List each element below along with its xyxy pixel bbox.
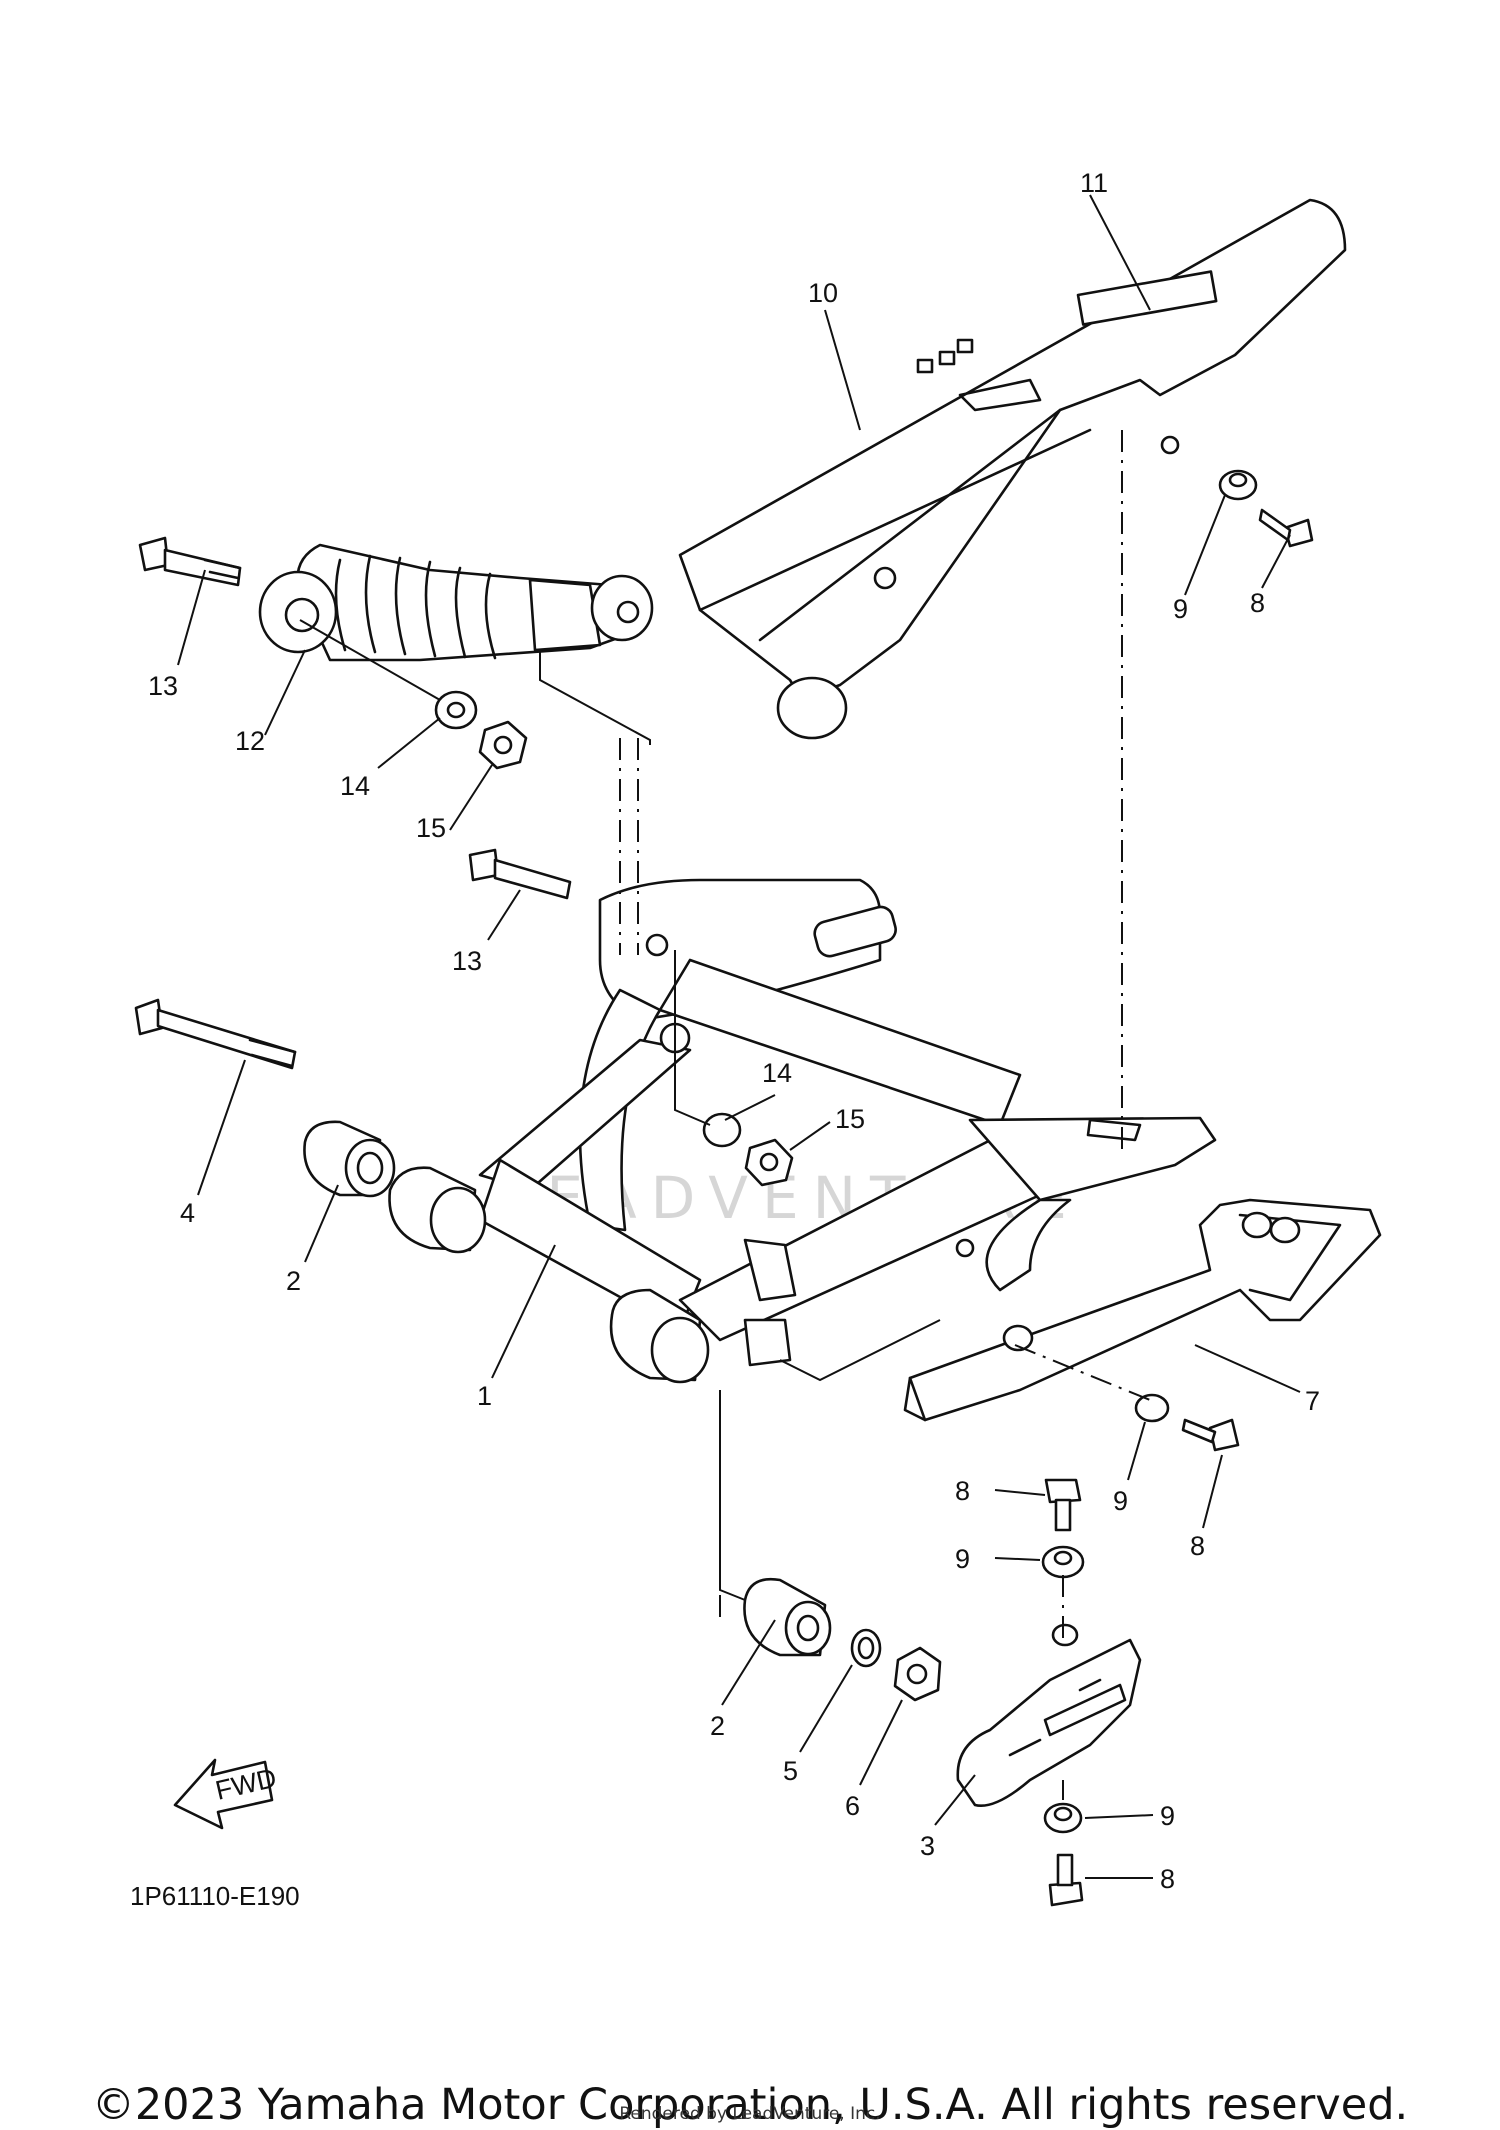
callout-9: 9 [955,1544,970,1574]
chain-cover [678,198,1347,740]
callout-11: 11 [1080,168,1108,198]
callout-14: 14 [340,771,370,801]
callout-1: 1 [477,1381,492,1411]
bolt-8-tensioner [1181,1418,1240,1452]
callout-4: 4 [180,1198,195,1228]
pivot-collars [303,1120,832,1657]
drawing-code: 1P61110-E190 [130,1881,300,1911]
callout-15: 15 [416,813,446,843]
nut-15-lower [744,1138,794,1187]
washer-9-chaincover [1218,469,1258,501]
callout-8: 8 [1160,1864,1175,1894]
callout-9: 9 [1113,1486,1128,1516]
chain-support-3 [956,1623,1142,1807]
callout-3: 3 [920,1831,935,1861]
washer-5 [850,1628,882,1668]
nut-6 [893,1646,942,1702]
chain-tensioner-7 [903,1198,1382,1422]
callout-10: 10 [808,278,838,308]
shock-lower-eye [590,574,654,642]
callout-numbers: 11 10 9 8 13 12 14 15 13 14 15 4 2 1 7 8… [148,168,1320,1894]
callout-15: 15 [835,1104,865,1134]
washer-9-tensioner [1134,1393,1170,1423]
callout-13: 13 [148,671,178,701]
callout-2: 2 [286,1266,301,1296]
pivot-shaft-4 [134,998,297,1070]
washer-9-support-lower [1043,1802,1083,1834]
forward-arrow-icon: FWD [173,1758,279,1830]
washer-9-support-upper [1041,1545,1085,1579]
callout-5: 5 [783,1756,798,1786]
leader-lines [177,194,1301,1879]
washer-14-lower [702,1112,742,1148]
bolt-13-lower [468,848,572,900]
rendered-by-note: Rendered by LeadVenture, Inc. [619,2104,881,2124]
label-decal [1076,270,1218,326]
callout-12: 12 [235,726,265,756]
callout-8: 8 [955,1476,970,1506]
rear-arm [478,878,1217,1367]
copyright-notice: ©2023 Yamaha Motor Corporation, U.S.A. A… [91,2080,1409,2130]
callout-7: 7 [1305,1386,1320,1416]
shock-upper-eye [258,570,338,654]
bolt-8-support-upper [1044,1478,1082,1532]
assembly-guide-lines [299,430,1151,1800]
bolt-8-support-lower [1048,1853,1084,1907]
callout-9: 9 [1173,594,1188,624]
callout-14: 14 [762,1058,792,1088]
nut-15-upper [478,720,528,770]
bolt-13-upper [138,536,242,587]
callout-2: 2 [710,1711,725,1741]
callout-9: 9 [1160,1801,1175,1831]
callout-8: 8 [1190,1531,1205,1561]
callout-13: 13 [452,946,482,976]
washer-14-upper [434,690,478,730]
rear-shock-absorber [258,543,654,662]
chain-cover-grommet [776,676,848,740]
callout-6: 6 [845,1791,860,1821]
callout-8: 8 [1250,588,1265,618]
